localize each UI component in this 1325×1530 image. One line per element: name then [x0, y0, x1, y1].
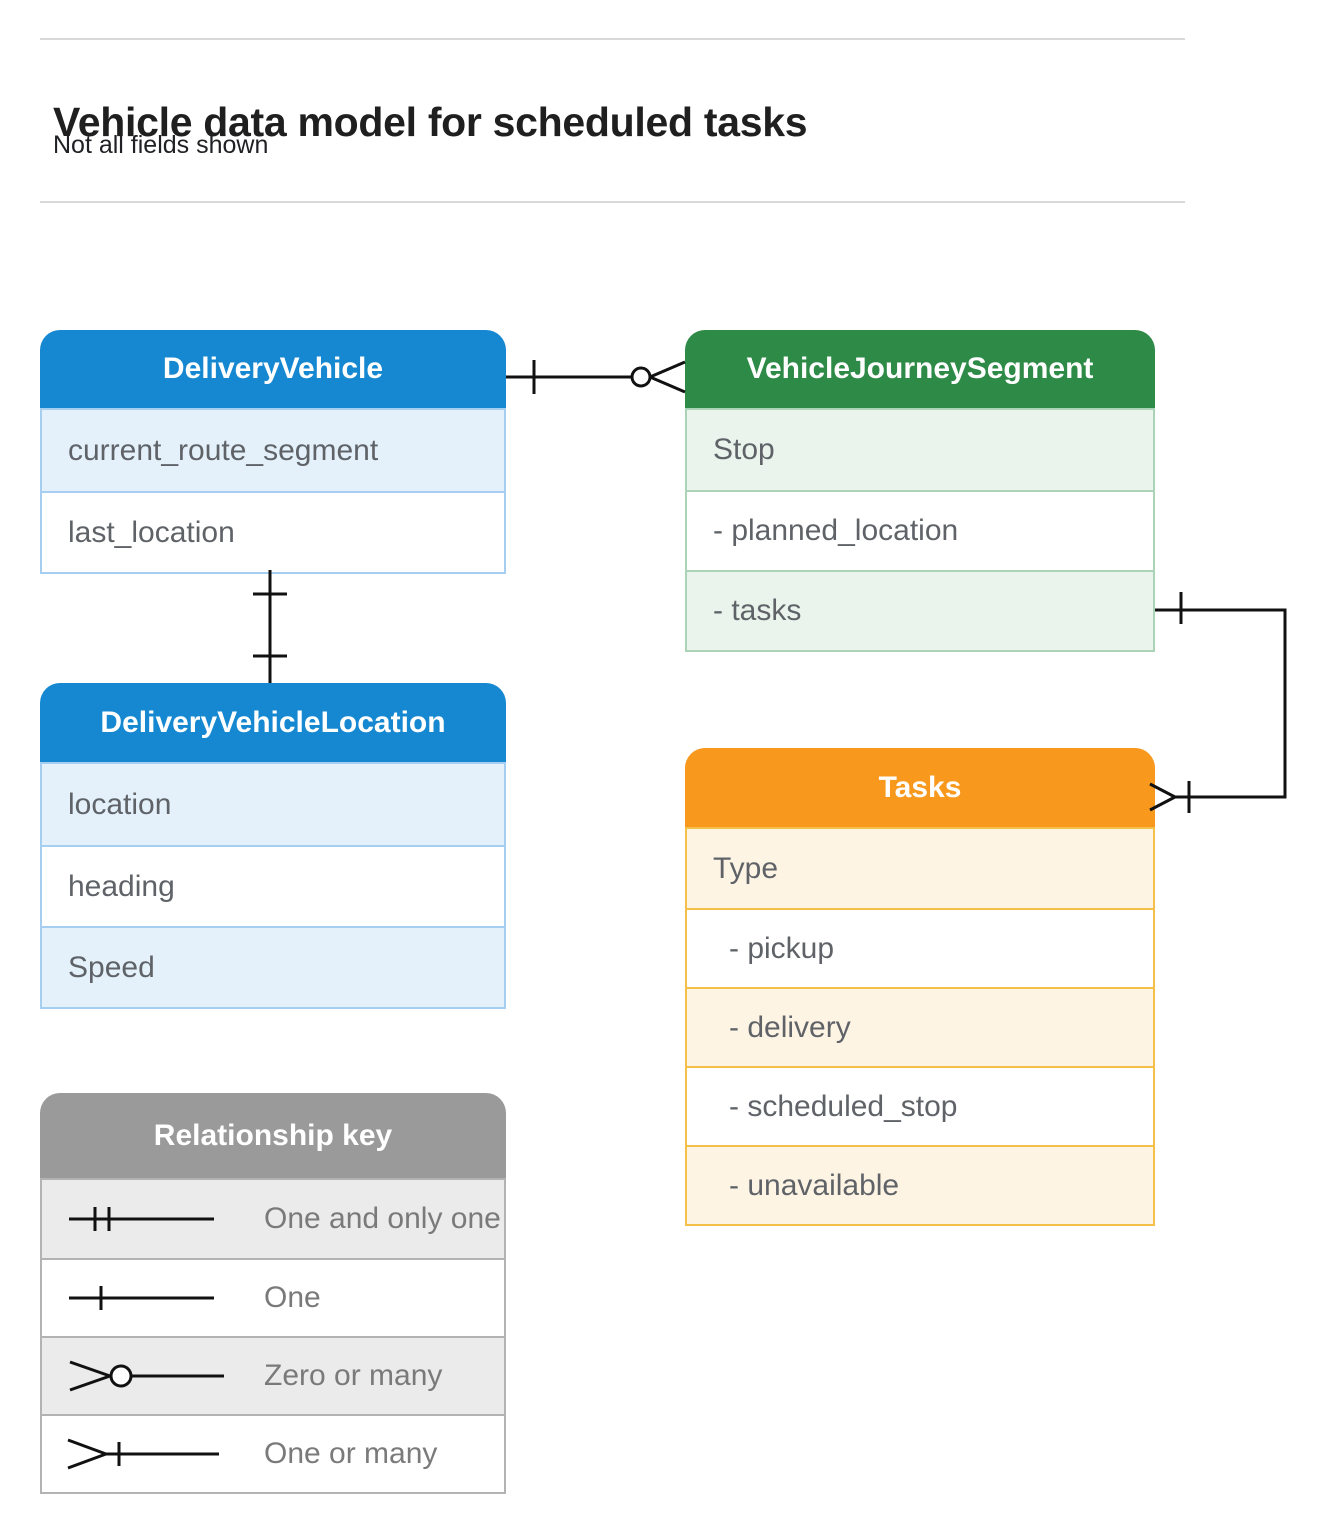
field-label: - pickup [729, 931, 835, 965]
entity-header-delivery-vehicle: DeliveryVehicle [40, 330, 506, 408]
legend-row-one: One [42, 1258, 504, 1336]
entity-fields-delivery-vehicle: current_route_segment last_location [40, 408, 506, 574]
field-row-delivery: - delivery [687, 987, 1153, 1066]
zero-circle [632, 368, 650, 386]
legend-label: One [264, 1281, 321, 1314]
field-label: Type [713, 851, 779, 885]
field-row-unavailable: - unavailable [687, 1145, 1153, 1224]
field-label: Stop [713, 433, 775, 466]
legend-label: Zero or many [264, 1359, 443, 1392]
legend-row-zero-or-many: Zero or many [42, 1336, 504, 1414]
field-row-planned-location: - planned_location [687, 490, 1153, 570]
legend-row-one-or-many: One or many [42, 1414, 504, 1492]
field-label: current_route_segment [68, 433, 379, 467]
field-row-last-location: last_location [42, 491, 504, 572]
entity-fields-delivery-vehicle-location: location heading Speed [40, 762, 506, 1009]
field-label: - planned_location [713, 514, 959, 547]
field-row-tasks: - tasks [687, 570, 1153, 650]
crow-foot-prong [650, 362, 685, 377]
legend-row-one-and-only-one: One and only one [42, 1180, 504, 1258]
field-label: last_location [68, 515, 235, 549]
header-divider [40, 201, 1185, 203]
entity-header-tasks: Tasks [685, 748, 1155, 827]
entity-delivery-vehicle-location: DeliveryVehicleLocation location heading… [40, 683, 506, 1009]
field-row-stop: Stop [687, 410, 1153, 490]
field-label: - delivery [729, 1010, 851, 1044]
legend-label: One and only one [264, 1202, 501, 1235]
relationship-key-title: Relationship key [153, 1118, 393, 1152]
field-label: - tasks [713, 594, 802, 627]
field-row-type: Type [687, 829, 1153, 908]
field-label: - scheduled_stop [729, 1089, 958, 1123]
entity-title-tasks: Tasks [878, 770, 962, 804]
entity-title-vehicle-journey-segment: VehicleJourneySegment [746, 352, 1094, 385]
top-divider [40, 38, 1185, 40]
field-label: heading [68, 869, 175, 903]
entity-header-delivery-vehicle-location: DeliveryVehicleLocation [40, 683, 506, 762]
entity-title-delivery-vehicle-location: DeliveryVehicleLocation [100, 705, 446, 739]
crow-foot-prong [650, 377, 685, 392]
one-icon [69, 1286, 214, 1310]
one-and-only-one-icon [69, 1207, 214, 1231]
field-row-current-route-segment: current_route_segment [42, 410, 504, 491]
relationship-key: Relationship key One and only one [40, 1093, 506, 1494]
entity-title-delivery-vehicle: DeliveryVehicle [162, 352, 384, 385]
page-title: Vehicle data model for scheduled tasks [53, 99, 808, 146]
connector-deliveryvehicle-to-deliveryvehiclelocation [253, 570, 287, 683]
field-row-scheduled-stop: - scheduled_stop [687, 1066, 1153, 1145]
field-row-location: location [42, 764, 504, 845]
field-row-speed: Speed [42, 926, 504, 1007]
field-row-pickup: - pickup [687, 908, 1153, 987]
page-subtitle: Not all fields shown [53, 131, 269, 159]
field-label: Speed [68, 950, 155, 984]
entity-delivery-vehicle: DeliveryVehicle current_route_segment la… [40, 330, 506, 574]
entity-vehicle-journey-segment: VehicleJourneySegment Stop - planned_loc… [685, 330, 1155, 652]
field-label: - unavailable [729, 1168, 900, 1202]
entity-fields-tasks: Type - pickup - delivery - scheduled_sto… [685, 827, 1155, 1226]
field-label: location [68, 787, 172, 821]
entity-tasks: Tasks Type - pickup - delivery - schedul… [685, 748, 1155, 1226]
relationship-key-rows: One and only one One [40, 1178, 506, 1494]
entity-fields-vehicle-journey-segment: Stop - planned_location - tasks [685, 408, 1155, 652]
zero-or-many-icon [69, 1360, 224, 1392]
one-or-many-icon [67, 1438, 219, 1470]
field-row-heading: heading [42, 845, 504, 926]
connector-vehiclejourneysegment-tasks-to-tasks [1150, 592, 1285, 813]
relationship-key-header: Relationship key [40, 1093, 506, 1178]
connector-deliveryvehicle-to-vehiclejourneysegment [506, 360, 685, 394]
entity-header-vehicle-journey-segment: VehicleJourneySegment [685, 330, 1155, 408]
legend-label: One or many [264, 1437, 438, 1470]
